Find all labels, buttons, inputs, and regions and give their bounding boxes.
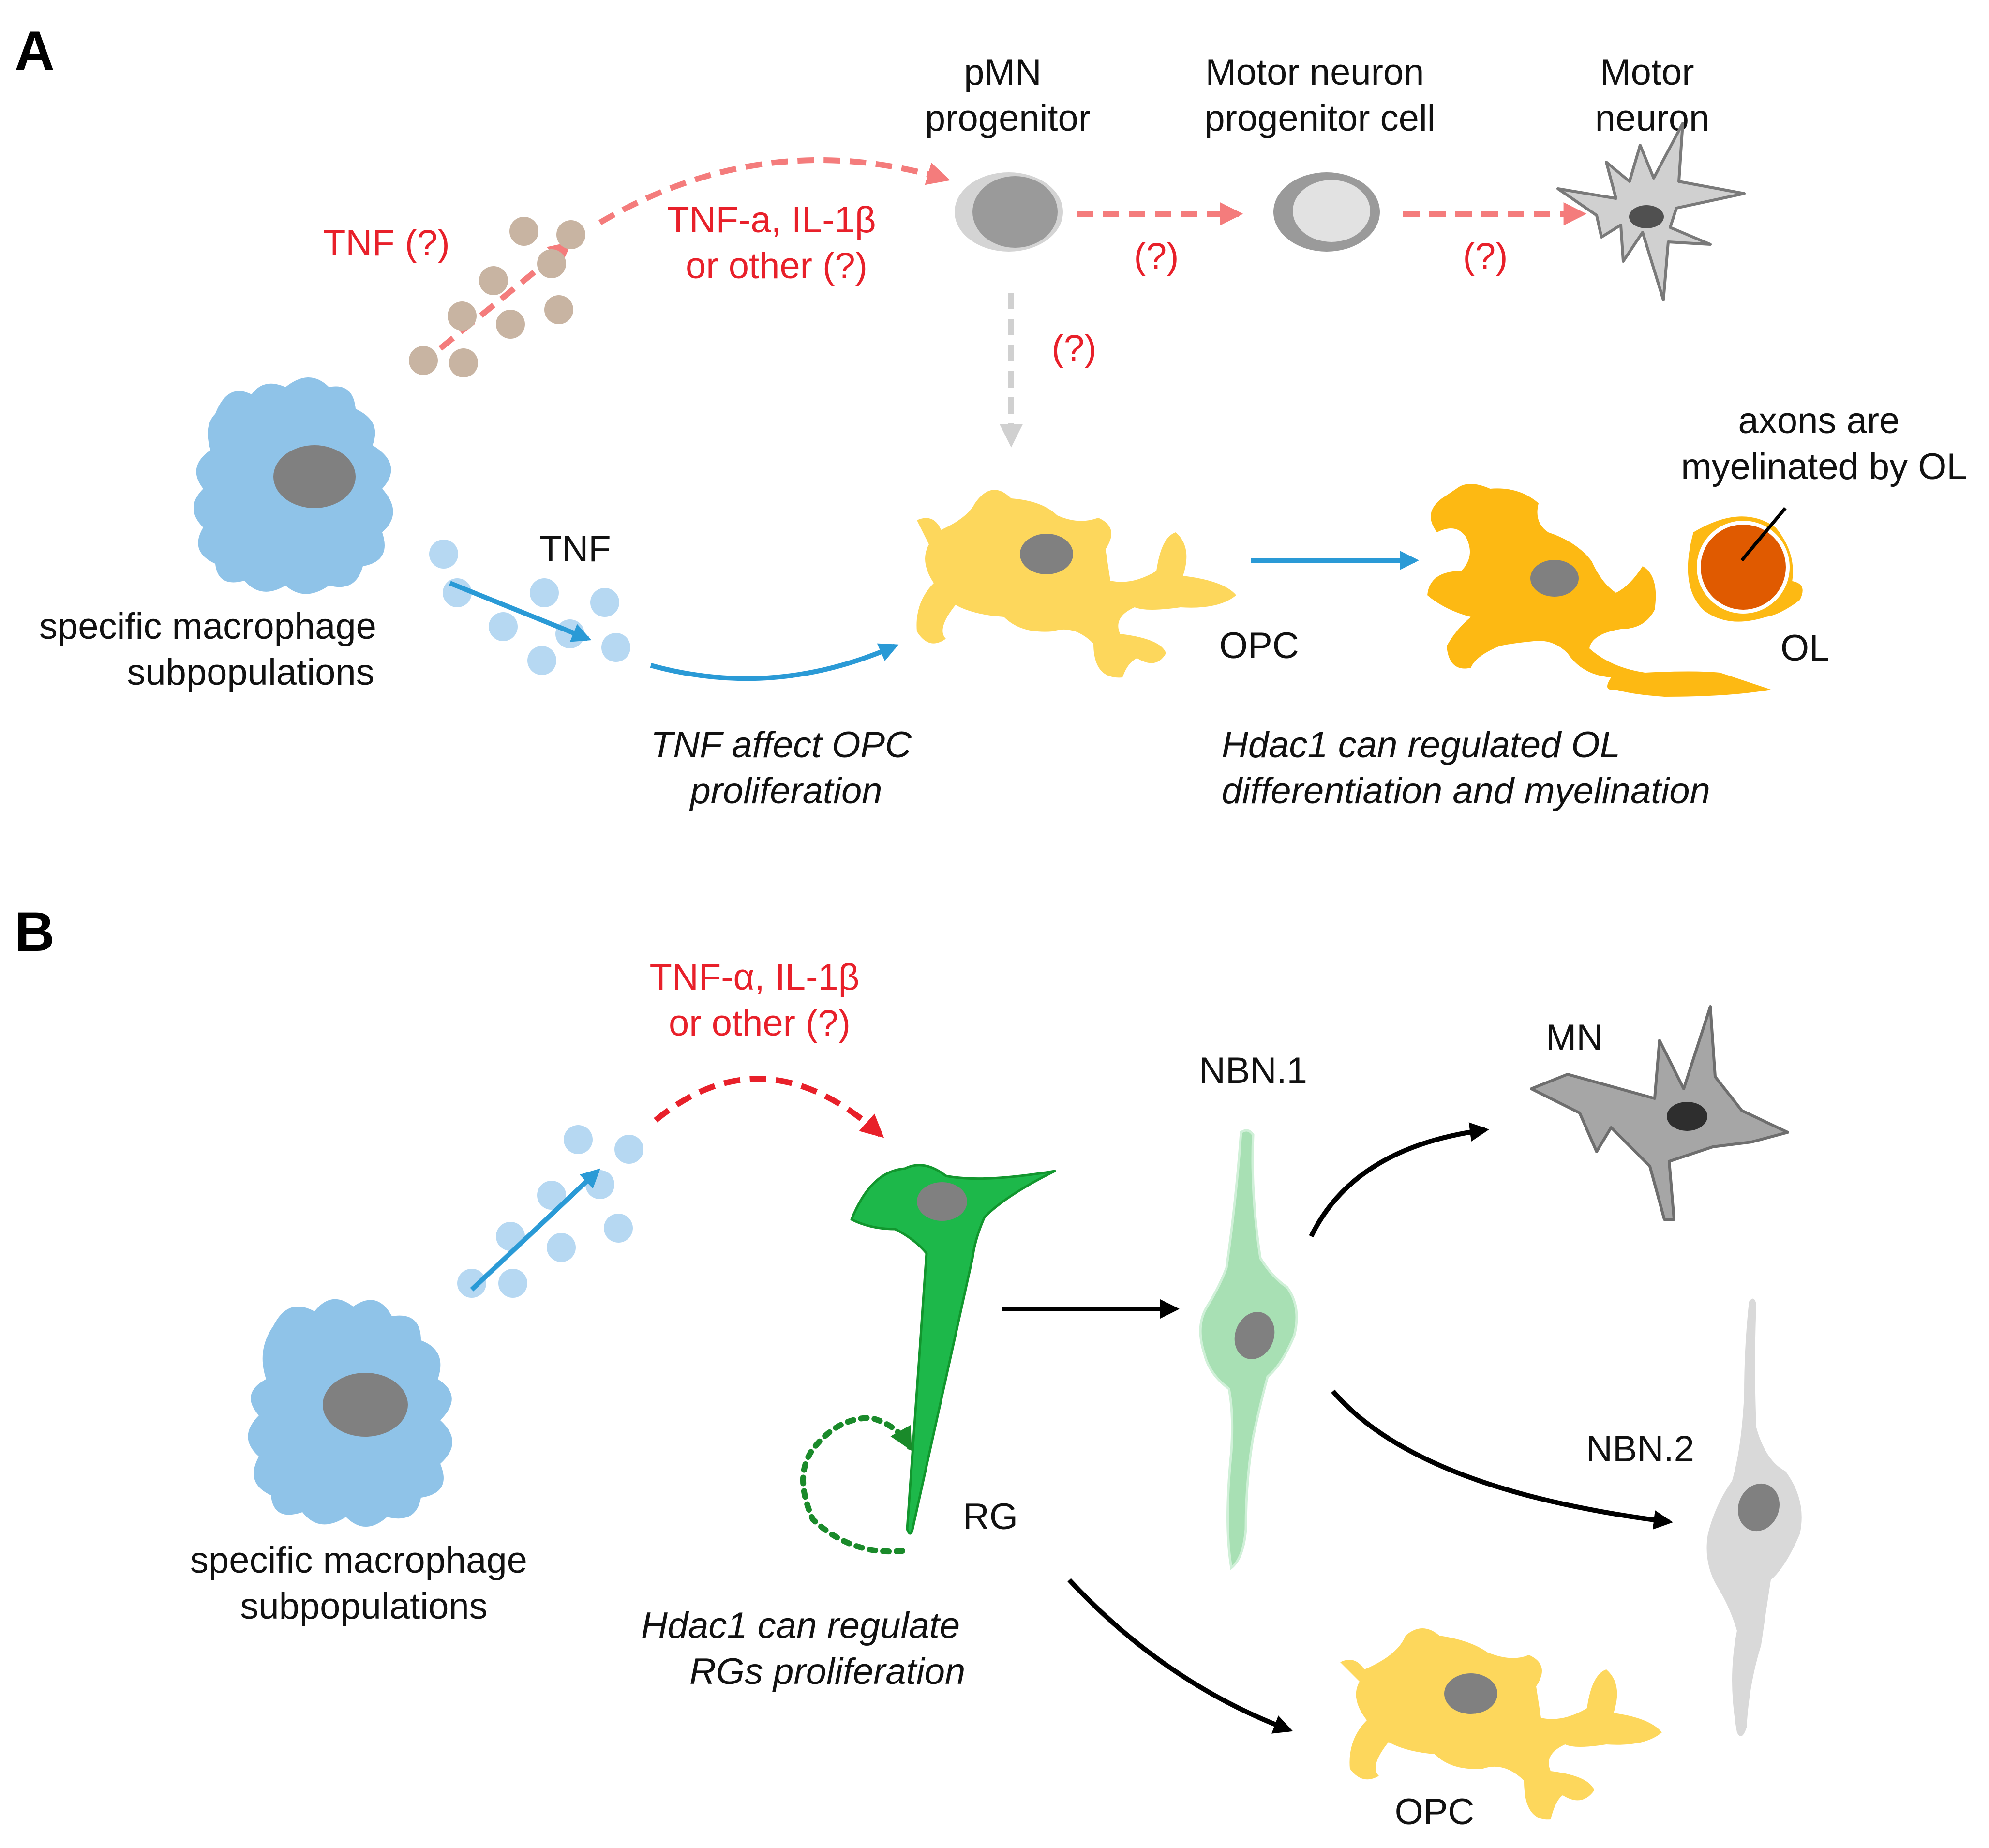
tnf-effect-caption: TNF affect OPC proliferation — [651, 724, 922, 811]
brown-cytokine-dots — [409, 217, 585, 377]
panel-b-label: B — [15, 901, 55, 963]
motor-neuron-label: Motor neuron — [1595, 52, 1710, 139]
cytokines-label-a: TNF-a, IL-1β or other (?) — [667, 199, 886, 286]
macrophage-b — [248, 1299, 452, 1527]
nbn1-label: NBN.1 — [1199, 1050, 1307, 1091]
tnf-question-label: TNF (?) — [323, 223, 450, 264]
opc-label-a: OPC — [1219, 625, 1299, 666]
tnf-label-a: TNF — [539, 528, 611, 570]
axon-pointer-line — [1740, 507, 1787, 562]
mn-progenitor-cell-label: Motor neuron progenitor cell — [1204, 52, 1435, 139]
question-mark-3: (?) — [1052, 328, 1097, 369]
tnf-to-opc-arrow — [650, 643, 899, 681]
cytokine-release-arrow-b — [470, 1168, 600, 1292]
motor-neuron-a — [1556, 122, 1746, 301]
hdac1-ol-caption: Hdac1 can regulated OL differentiation a… — [1222, 724, 1710, 811]
rg-to-opc-arrow — [1067, 1578, 1293, 1734]
question-mark-1: (?) — [1134, 236, 1179, 277]
cytokine-to-pmn-arrow — [598, 157, 951, 225]
ol-label: OL — [1780, 628, 1829, 669]
rg-label: RG — [963, 1496, 1018, 1537]
tnf-release-arrow — [449, 581, 592, 642]
motor-neuron-b — [1530, 1005, 1789, 1221]
opc-cell-b — [1340, 1628, 1662, 1820]
axons-label: axons are myelinated by OL — [1681, 400, 1967, 487]
pmn-progenitor-label: pMN progenitor — [925, 52, 1091, 139]
opc-label-b: OPC — [1395, 1791, 1475, 1833]
cytokine-to-rg-arrow — [654, 1076, 884, 1138]
mn-label: MN — [1546, 1017, 1603, 1058]
panel-b: B TNF-α, IL-1β or other (?) specific mac… — [15, 901, 1802, 1833]
macrophage-b-label: specific macrophage subpopulations — [190, 1540, 538, 1627]
ol-cell — [1427, 484, 1803, 697]
question-mark-2: (?) — [1463, 236, 1508, 277]
cytokines-label-b: TNF-α, IL-1β or other (?) — [649, 957, 869, 1044]
pmn-progenitor-cell — [955, 172, 1063, 252]
nbn1-to-nbn2-arrow — [1331, 1389, 1673, 1530]
rg-cell — [850, 1164, 1056, 1535]
rg-self-renewal-arrow — [800, 1414, 912, 1555]
nbn2-label: NBN.2 — [1586, 1428, 1694, 1470]
nbn1-cell — [1199, 1129, 1298, 1570]
panel-a-label: A — [15, 20, 55, 82]
nbn2-cell — [1706, 1298, 1802, 1736]
macrophage-a — [194, 377, 393, 594]
blue-tnf-dots-b — [457, 1125, 643, 1298]
hdac1-rg-caption: Hdac1 can regulate RGs proliferation — [641, 1605, 970, 1692]
mn-progenitor-cell — [1273, 172, 1380, 252]
nbn1-to-mn-arrow — [1309, 1122, 1489, 1238]
opc-cell-a — [916, 490, 1236, 678]
macrophage-a-label: specific macrophage subpopulations — [39, 606, 387, 693]
panel-a: A pMN progenitor Motor neuron progenitor… — [15, 20, 1967, 811]
